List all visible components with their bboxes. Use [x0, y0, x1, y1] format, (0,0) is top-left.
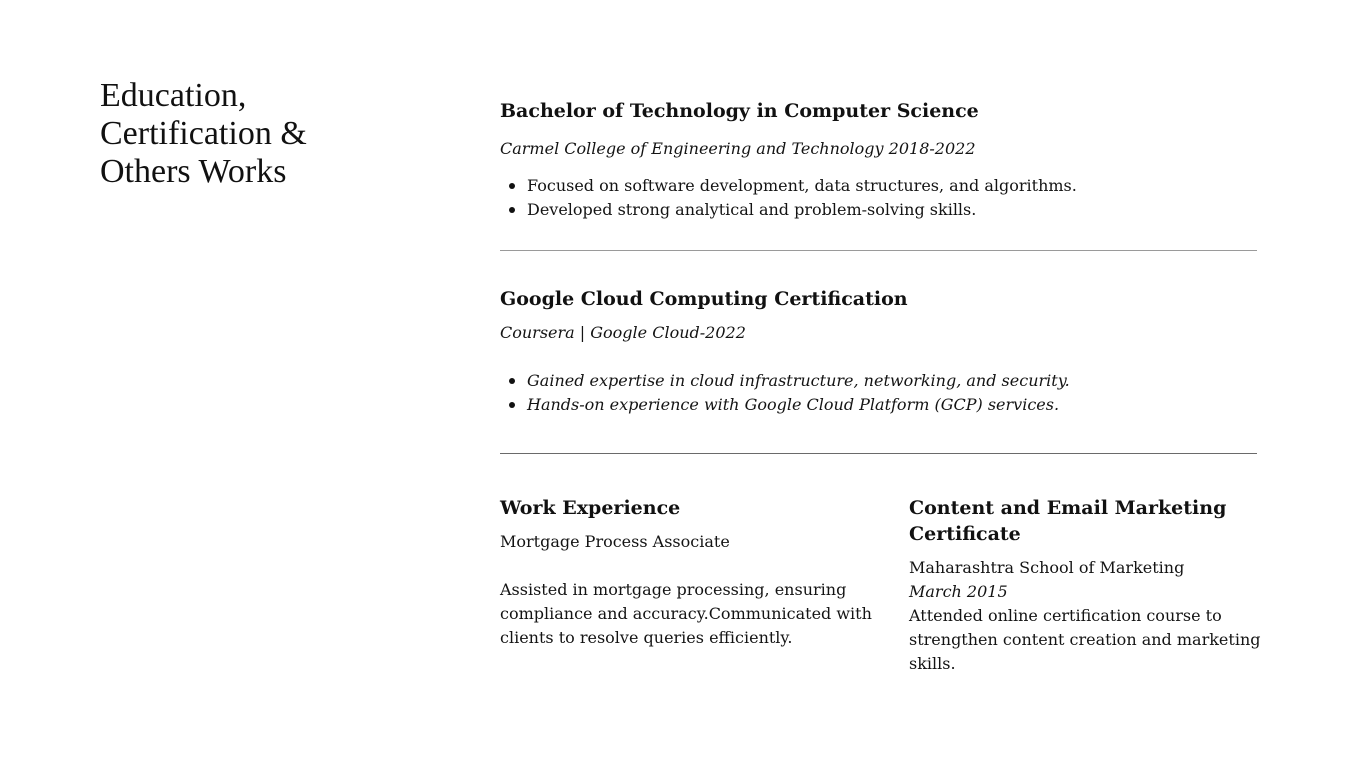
- work-description: Assisted in mortgage processing, ensurin…: [500, 580, 872, 647]
- bullet-icon: [509, 402, 515, 408]
- work-heading: Work Experience: [500, 497, 681, 519]
- bullet-icon: [509, 183, 515, 189]
- list-item: Gained expertise in cloud infrastructure…: [509, 369, 1070, 393]
- education-institution: Carmel College of Engineering and Techno…: [500, 139, 976, 158]
- certification-bullet-list: Gained expertise in cloud infrastructure…: [500, 369, 1070, 417]
- marketing-school: Maharashtra School of Marketing: [909, 558, 1185, 577]
- marketing-date: March 2015: [909, 582, 1008, 601]
- bullet-text: Hands-on experience with Google Cloud Pl…: [527, 395, 1060, 414]
- list-item: Developed strong analytical and problem-…: [509, 198, 1077, 222]
- marketing-description: Attended online certification course to …: [909, 606, 1261, 673]
- education-heading: Bachelor of Technology in Computer Scien…: [500, 100, 979, 122]
- section-divider: [500, 453, 1257, 454]
- marketing-heading: Content and Email Marketing Certificate: [909, 497, 1227, 545]
- work-experience-section: Work Experience Mortgage Process Associa…: [500, 495, 885, 650]
- bullet-text: Developed strong analytical and problem-…: [527, 200, 977, 219]
- list-item: Focused on software development, data st…: [509, 174, 1077, 198]
- bullet-icon: [509, 207, 515, 213]
- certification-issuer: Coursera | Google Cloud-2022: [500, 323, 746, 342]
- bullet-text: Gained expertise in cloud infrastructure…: [527, 371, 1070, 390]
- work-role: Mortgage Process Associate: [500, 532, 730, 551]
- certification-section: Google Cloud Computing Certification Cou…: [500, 286, 1070, 417]
- section-divider: [500, 250, 1257, 251]
- education-section: Bachelor of Technology in Computer Scien…: [500, 98, 1077, 222]
- certification-heading: Google Cloud Computing Certification: [500, 288, 908, 310]
- marketing-certificate-section: Content and Email Marketing Certificate …: [909, 495, 1289, 676]
- education-bullet-list: Focused on software development, data st…: [500, 174, 1077, 222]
- bullet-icon: [509, 378, 515, 384]
- bullet-text: Focused on software development, data st…: [527, 176, 1077, 195]
- page-title: Education, Certification & Others Works: [100, 77, 307, 190]
- list-item: Hands-on experience with Google Cloud Pl…: [509, 393, 1070, 417]
